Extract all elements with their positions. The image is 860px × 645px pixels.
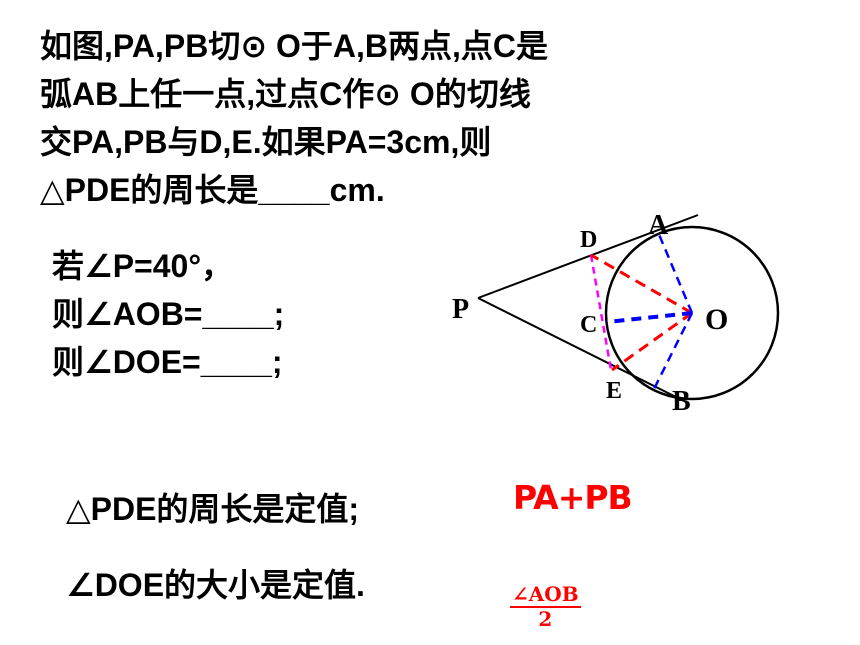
angle-aob-question: 则∠AOB=____; bbox=[52, 296, 285, 332]
label-d: D bbox=[580, 227, 597, 253]
answer-angle-fraction: ∠AOB 2 bbox=[510, 582, 581, 630]
segment-oa bbox=[656, 231, 694, 314]
problem-statement: 如图,PA,PB切⊙ O于A,B两点,点C是 弧AB上任一点,过点C作⊙ O的切… bbox=[40, 22, 548, 214]
answer-perimeter: PA+PB bbox=[513, 478, 633, 517]
problem-line-2: 弧AB上任一点,过点C作⊙ O的切线 bbox=[40, 76, 531, 112]
tangent-pb bbox=[477, 297, 687, 403]
label-a: A bbox=[648, 210, 669, 241]
label-o: O bbox=[705, 303, 728, 336]
tangent-de bbox=[589, 254, 613, 371]
angle-questions: 若∠P=40°， 则∠AOB=____; 则∠DOE=____; bbox=[52, 242, 284, 386]
label-c: C bbox=[580, 312, 597, 338]
label-e: E bbox=[606, 378, 622, 404]
label-p: P bbox=[452, 294, 469, 325]
label-b: B bbox=[672, 386, 691, 417]
circle-o bbox=[604, 225, 780, 401]
tangent-pa bbox=[477, 214, 699, 299]
problem-line-3: 交PA,PB与D,E.如果PA=3cm,则 bbox=[40, 124, 492, 160]
fraction-numerator: ∠AOB bbox=[510, 582, 581, 608]
conclusion-angle: ∠DOE的大小是定值. bbox=[66, 567, 365, 603]
angle-given: 若∠P=40°， bbox=[52, 248, 234, 284]
problem-line-4: △PDE的周长是____cm. bbox=[40, 172, 385, 208]
fraction-denominator: 2 bbox=[538, 607, 553, 631]
segment-oc bbox=[606, 311, 693, 324]
angle-doe-question: 则∠DOE=____; bbox=[52, 344, 283, 380]
problem-line-1: 如图,PA,PB切⊙ O于A,B两点,点C是 bbox=[40, 28, 549, 64]
segment-od bbox=[590, 253, 693, 315]
segment-ob bbox=[652, 312, 694, 390]
segment-oe bbox=[611, 311, 693, 372]
conclusion-perimeter: △PDE的周长是定值; bbox=[66, 491, 360, 527]
